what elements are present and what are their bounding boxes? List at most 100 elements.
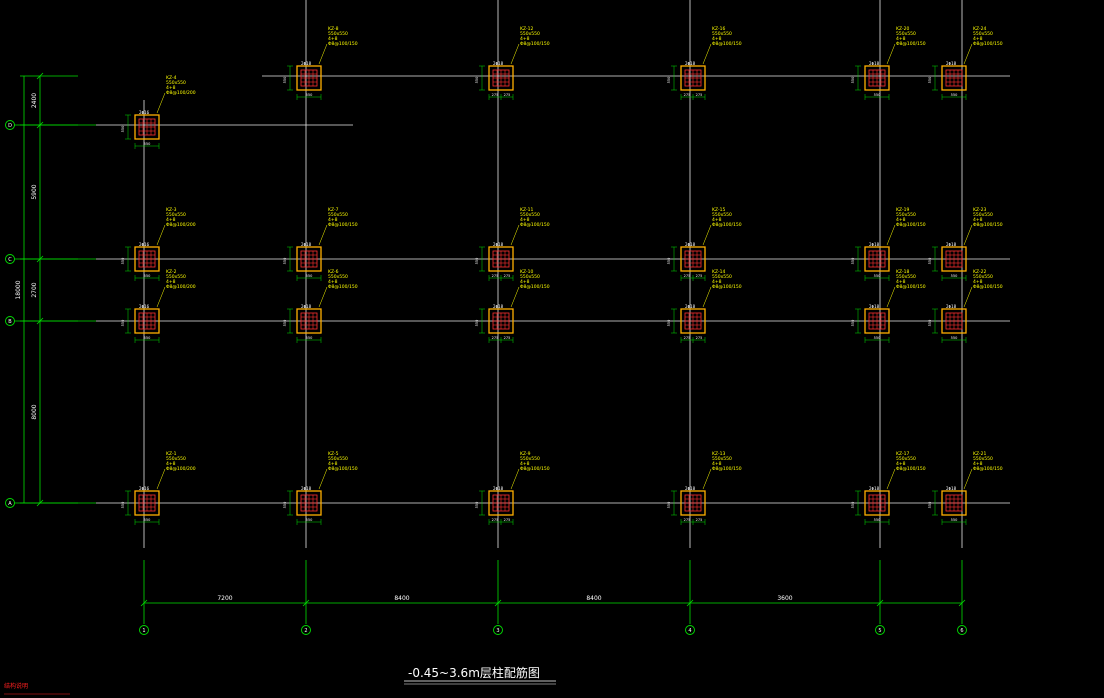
column-dim-text: 550 [851, 258, 855, 265]
column-main-bars: 4+8 [328, 461, 338, 467]
x-spacing-label: 8400 [394, 595, 409, 602]
column-leader [886, 468, 896, 490]
x-spacing-label: 7200 [217, 595, 232, 602]
axis-label-D: D [8, 123, 12, 129]
column-main-bars: 4+8 [328, 36, 338, 42]
column-size: 550x550 [520, 31, 540, 37]
axis-bubble-4 [685, 625, 695, 635]
column-code: 2Φ18 [301, 486, 312, 491]
column-stirrup-spec: Φ8@100/150 [712, 222, 742, 228]
column-outline [941, 246, 967, 272]
column-name: KZ-18 [896, 269, 909, 275]
column-stirrup-spec: Φ8@100/150 [520, 222, 550, 228]
column-code: 2Φ18 [301, 61, 312, 66]
column-dim-text: 275 [492, 274, 499, 278]
column-leader [156, 286, 166, 308]
column-leader [963, 224, 973, 246]
x-dim-slash [494, 599, 502, 607]
column-dim-text: 275 [504, 336, 511, 340]
column-stirrup-spec: Φ8@100/150 [328, 284, 358, 290]
column-dim-text: 550 [475, 320, 479, 327]
column-code: 2Φ18 [301, 304, 312, 309]
column-dim-text: 550 [475, 258, 479, 265]
axis-label-A: A [8, 501, 12, 507]
column-leader [963, 286, 973, 308]
column-leader [702, 468, 712, 490]
column-size: 550x550 [712, 31, 732, 37]
y-total-label: 18000 [15, 280, 22, 299]
column-outline [864, 65, 890, 91]
column-stirrup-spec: Φ8@100/200 [166, 90, 196, 96]
column-stirrup-spec: Φ8@100/150 [973, 41, 1003, 47]
y-dim-slash [36, 72, 44, 80]
column-dim-text: 550 [144, 336, 151, 340]
structure-note: 结构说明 [4, 682, 28, 690]
column-leader [886, 286, 896, 308]
column-main-bars: 4+8 [166, 279, 176, 285]
column-size: 550x550 [520, 212, 540, 218]
column-code: 2Φ18 [946, 304, 957, 309]
column-leader [156, 92, 166, 114]
column-outline [680, 490, 706, 516]
column-name: KZ-17 [896, 451, 909, 457]
column-leader [963, 468, 973, 490]
column-name: KZ-3 [166, 207, 177, 213]
column-stirrup-spec: Φ8@100/150 [520, 41, 550, 47]
column-main-bars: 4+8 [973, 461, 983, 467]
column-leader [702, 43, 712, 65]
column-size: 550x550 [166, 274, 186, 280]
column-main-bars: 4+8 [896, 217, 906, 223]
column-leader [886, 224, 896, 246]
column-dim-text: 275 [492, 336, 499, 340]
axis-bubble-B [5, 316, 15, 326]
column-stirrup-spec: Φ8@100/150 [896, 466, 926, 472]
column-main-bars: 4+8 [328, 279, 338, 285]
column-dim-text: 550 [475, 502, 479, 509]
axis-label-6: 6 [960, 628, 963, 634]
axis-bubble-A [5, 498, 15, 508]
column-code: 2Φ18 [869, 242, 880, 247]
column-dim-text: 550 [851, 502, 855, 509]
column-main-bars: 4+8 [712, 36, 722, 42]
column-dim-text: 550 [928, 320, 932, 327]
column-dim-text: 275 [684, 93, 691, 97]
column-stirrup-spec: Φ8@100/150 [896, 41, 926, 47]
column-size: 550x550 [328, 212, 348, 218]
column-dim-text: 550 [475, 77, 479, 84]
column-code: 2Φ18 [869, 61, 880, 66]
column-outline [864, 490, 890, 516]
x-dim-slash [686, 599, 694, 607]
column-stirrup-spec: Φ8@100/150 [973, 466, 1003, 472]
y-spacing-label: 5900 [31, 184, 38, 199]
column-name: KZ-13 [712, 451, 725, 457]
column-dim-text: 550 [951, 93, 958, 97]
column-code: 2Φ18 [685, 61, 696, 66]
column-name: KZ-16 [712, 26, 725, 32]
column-outline [680, 65, 706, 91]
column-code: 2Φ18 [685, 486, 696, 491]
column-main-bars: 4+8 [896, 461, 906, 467]
column-name: KZ-19 [896, 207, 909, 213]
column-main-bars: 4+8 [520, 217, 530, 223]
column-dim-text: 275 [696, 336, 703, 340]
column-name: KZ-23 [973, 207, 986, 213]
column-dim-text: 550 [951, 518, 958, 522]
axis-label-2: 2 [304, 628, 307, 634]
column-stirrup-spec: Φ8@100/150 [896, 284, 926, 290]
column-stirrup-spec: Φ8@100/150 [520, 284, 550, 290]
column-dim-text: 550 [667, 502, 671, 509]
column-name: KZ-22 [973, 269, 986, 275]
y-spacing-label: 8000 [31, 404, 38, 419]
column-name: KZ-11 [520, 207, 533, 213]
x-dim-slash [140, 599, 148, 607]
